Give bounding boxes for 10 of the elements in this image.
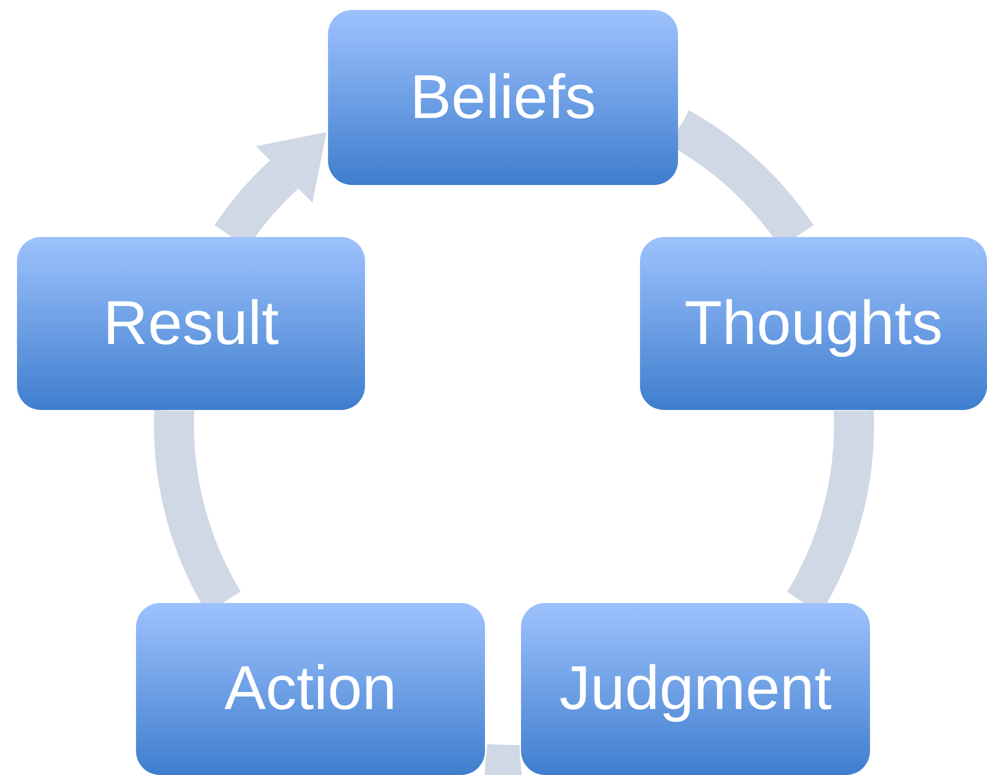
- process-box: [136, 603, 485, 775]
- box-label: Result: [103, 292, 279, 354]
- process-box: [328, 10, 678, 185]
- process-box: [640, 237, 987, 410]
- box-label: Beliefs: [410, 66, 596, 128]
- box-label: Thoughts: [684, 292, 943, 354]
- box-label: Judgment: [559, 658, 832, 720]
- box-label: Action: [224, 658, 397, 720]
- process-box: [17, 237, 365, 410]
- process-box: [521, 603, 870, 775]
